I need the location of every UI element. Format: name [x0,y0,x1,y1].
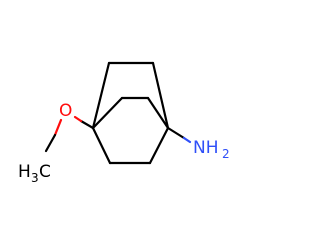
bond-c3c-c1 [148,126,170,165]
bond-o-ch3 [44,133,57,153]
bond-n-segment [182,136,192,144]
bond-c4-c2b [91,96,124,130]
bond-c4-c2a [91,61,111,130]
bond-c3a-c1 [151,61,170,130]
bond-o-segment [73,115,83,123]
molecule-diagram: O NH 2 H 3 C [18,61,230,185]
bond-c3b-c1 [146,96,170,130]
amine-subscript: 2 [222,147,230,161]
methyl-c-label: C [39,162,51,182]
methyl-subscript: 3 [31,171,39,185]
bond-o-ch3-segment [53,118,63,137]
bond-c4-c2c [91,126,112,165]
bond-c1-n [166,126,186,140]
cage-bonds [91,61,170,165]
substituent-bonds [44,115,192,153]
bond-c4-o [79,119,95,130]
amine-group-label: NH [193,138,219,158]
amine-nh-text: NH [193,138,219,158]
oxygen-atom-label: O [59,101,72,121]
methyl-h-label: H [18,162,31,182]
